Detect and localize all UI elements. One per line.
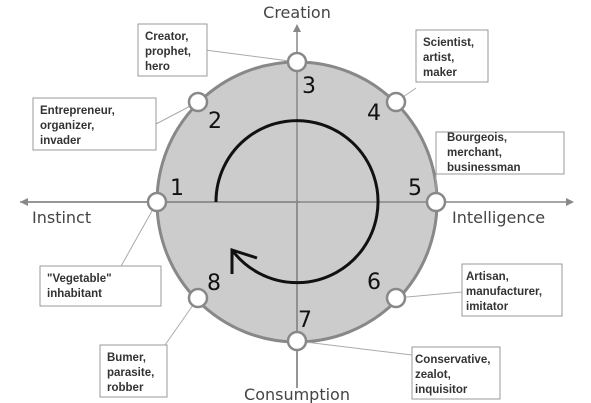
box-1: "Vegetable" inhabitant — [39, 265, 162, 307]
svg-text:inquisitor: inquisitor — [415, 384, 468, 396]
svg-text:hero: hero — [145, 61, 170, 73]
svg-text:Entrepreneur,: Entrepreneur, — [40, 105, 115, 117]
box-7: Conservative, zealot, inquisitor — [411, 346, 501, 400]
node-number-3: 3 — [302, 74, 316, 99]
node-number-4: 4 — [367, 101, 381, 126]
svg-text:imitator: imitator — [466, 301, 509, 313]
cycle-arrow — [214, 119, 380, 285]
svg-text:inhabitant: inhabitant — [47, 288, 102, 300]
svg-text:Creator,: Creator, — [145, 31, 188, 43]
node-number-7: 7 — [298, 308, 312, 333]
axis-label-bottom: Consumption — [244, 385, 350, 403]
node-number-5: 5 — [408, 176, 422, 201]
node-circle-5 — [425, 191, 447, 213]
node-circle-8 — [187, 287, 209, 309]
node-circle-3 — [286, 51, 308, 73]
svg-text:merchant,: merchant, — [447, 147, 502, 159]
svg-text:parasite,: parasite, — [107, 367, 154, 379]
node-circle-4 — [385, 91, 407, 113]
svg-text:Scientist,: Scientist, — [423, 37, 474, 49]
svg-text:Bumer,: Bumer, — [107, 352, 146, 364]
node-circle-1 — [146, 191, 168, 213]
node-number-1: 1 — [170, 176, 184, 201]
node-number-8: 8 — [207, 271, 221, 296]
axis-label-right: Intelligence — [452, 208, 545, 227]
svg-text:artist,: artist, — [423, 52, 454, 64]
box-3: Creator, prophet, hero — [137, 23, 208, 77]
node-circle-2 — [187, 91, 209, 113]
box-6: Artisan, manufacturer, imitator — [461, 263, 563, 317]
node-circle-7 — [286, 330, 308, 352]
svg-text:zealot,: zealot, — [415, 369, 451, 381]
svg-text:organizer,: organizer, — [40, 120, 94, 132]
svg-text:robber: robber — [107, 382, 144, 394]
cycle-arrowhead — [230, 247, 258, 274]
axis-label-top: Creation — [263, 3, 331, 22]
box-4: Scientist, artist, maker — [415, 29, 489, 83]
svg-text:manufacturer,: manufacturer, — [466, 286, 542, 298]
axis-label-left: Instinct — [32, 208, 91, 227]
svg-text:prophet,: prophet, — [145, 46, 191, 58]
svg-text:invader: invader — [40, 135, 81, 147]
svg-text:businessman: businessman — [447, 162, 521, 174]
svg-text:"Vegetable": "Vegetable" — [47, 273, 112, 285]
node-circles — [146, 51, 447, 352]
node-circle-6 — [385, 287, 407, 309]
svg-text:Bourgeois,: Bourgeois, — [447, 132, 507, 144]
svg-text:Artisan,: Artisan, — [466, 271, 509, 283]
node-number-6: 6 — [367, 270, 381, 295]
box-8: Bumer, parasite, robber — [99, 344, 168, 398]
svg-text:Conservative,: Conservative, — [415, 354, 490, 366]
box-5: Bourgeois, merchant, businessman — [435, 131, 565, 175]
box-2: Entrepreneur, organizer, invader — [32, 97, 157, 151]
node-number-2: 2 — [208, 109, 222, 134]
svg-text:maker: maker — [423, 67, 457, 79]
